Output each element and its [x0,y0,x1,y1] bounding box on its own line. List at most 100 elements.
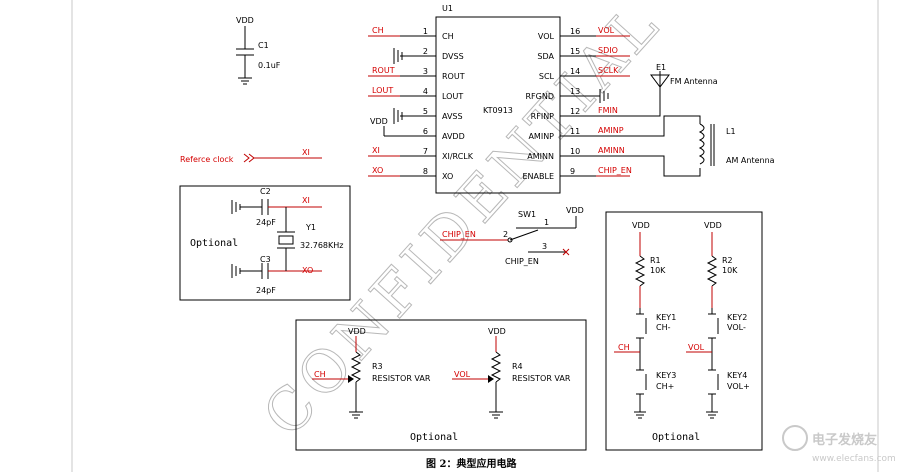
figure-caption: 图 2：典型应用电路 [426,457,517,470]
crystal-net-xi: XI [302,196,310,205]
key1-ref: KEY1 [656,313,676,322]
key1-label: CH- [656,323,671,332]
pin-name: DVSS [442,52,464,61]
net-label-right: VOL [598,26,615,35]
ic-u1: U1 KT0913 1CHCH2DVSS3ROUTROUT4LOUTLOUT5A… [368,4,632,194]
c2-value: 24pF [256,218,276,227]
avss-ground [393,108,436,124]
pin-number: 6 [423,127,428,136]
ic-body [435,16,561,194]
pin-name: VOL [538,32,555,41]
pin-number: 10 [570,147,580,156]
reference-clock: Referce clock XI [180,148,322,164]
sw-label: CHIP_EN [505,257,539,266]
net-label-right: AMINN [598,146,625,155]
c1-ref: C1 [258,41,269,50]
r2-ref: R2 [722,256,733,265]
r3-net: CH [314,370,326,379]
key4-label: VOL+ [727,382,750,391]
ref-clock-label: Referce clock [180,155,234,164]
pin-number: 12 [570,107,580,116]
crystal-optional-box [179,185,351,301]
net-label-right: SDIO [598,46,618,55]
net-label-left: ROUT [372,66,395,75]
pin-name: SCL [539,72,555,81]
key2-ref: KEY2 [727,313,747,322]
y1-ref: Y1 [305,223,316,232]
pin-number: 4 [423,87,428,96]
pin-number: 14 [570,67,580,76]
r2-value: 10K [722,266,738,275]
pot-circuit: Optional VDD CH R3 RESISTOR VAR VDD VOL … [295,319,587,451]
key-optional-box [605,211,763,451]
c3-value: 24pF [256,286,276,295]
net-label-left: XI [372,146,380,155]
key-left-net: CH [618,343,630,352]
crystal-net-xo: XO [302,266,313,275]
ic-ref: U1 [442,4,453,13]
coil-label: AM Antenna [726,156,775,165]
avdd-vdd-label: VDD [370,117,388,126]
crystal-circuit: Optional C2 24pF XI C3 24pF XO Y1 32.768… [179,185,351,301]
r1-ref: R1 [650,256,661,265]
sw-pin1: 1 [544,218,549,227]
pot-optional-box [295,319,587,451]
pin-number: 9 [570,167,575,176]
key2-label: VOL- [727,323,746,332]
c1-vdd-label: VDD [236,16,254,25]
ic-part: KT0913 [483,106,513,115]
c3-ref: C3 [260,255,271,264]
pin-number: 16 [570,27,580,36]
pin-number: 1 [423,27,428,36]
net-label-left: XO [372,166,383,175]
antenna-ref: E1 [656,63,666,72]
pin-number: 2 [423,47,428,56]
key-optional-label: Optional [652,432,700,443]
net-label-right: SCLK [598,66,619,75]
site-logo: 电子发烧友 www.elecfans.com [782,425,896,464]
crystal-optional-label: Optional [190,238,238,249]
key4-ref: KEY4 [727,371,747,380]
pin-name: LOUT [442,92,463,101]
pin-name: RFINP [531,112,555,121]
pin-number: 15 [570,47,580,56]
sw-pin3: 3 [542,242,547,251]
r4-ref: R4 [512,362,523,371]
r3-vdd-label: VDD [348,327,366,336]
dvss-ground [393,48,436,64]
sw-net: CHIP_EN [442,230,476,239]
pin-name: AMINP [528,132,554,141]
pin-name: AMINN [527,152,554,161]
pin-name: RFGND [525,92,554,101]
pin-name: AVSS [442,112,463,121]
pin-number: 7 [423,147,428,156]
antenna-label: FM Antenna [670,77,718,86]
pin-name: ENABLE [522,172,554,181]
coil-ref: L1 [726,127,736,136]
fm-antenna: E1 FM Antenna [560,63,718,117]
net-label-left: CH [372,26,384,35]
r4-net: VOL [454,370,471,379]
pin-name: ROUT [442,72,465,81]
pin-name: XO [442,172,453,181]
r3-ref: R3 [372,362,383,371]
ref-clock-net: XI [302,148,310,157]
r1-value: 10K [650,266,666,275]
sw-ref: SW1 [518,210,536,219]
pin-number: 3 [423,67,428,76]
r4-vdd-label: VDD [488,327,506,336]
net-label-left: LOUT [372,86,393,95]
pin-name: CH [442,32,454,41]
pin-number: 11 [570,127,580,136]
switch-sw1: VDD 1 SW1 CHIP_EN 2 3 CHIP_EN [440,206,584,266]
r3-value: RESISTOR VAR [372,374,431,383]
avdd-supply: VDD [370,117,436,137]
key3-label: CH+ [656,382,674,391]
key-right-net: VOL [688,343,705,352]
pin-number: 13 [570,87,580,96]
net-label-right: AMINP [598,126,624,135]
key3-ref: KEY3 [656,371,676,380]
ic-left-pins: 1CHCH2DVSS3ROUTROUT4LOUTLOUT5AVSS6AVDD7X… [368,26,474,181]
pin-name: XI/RCLK [442,152,474,161]
